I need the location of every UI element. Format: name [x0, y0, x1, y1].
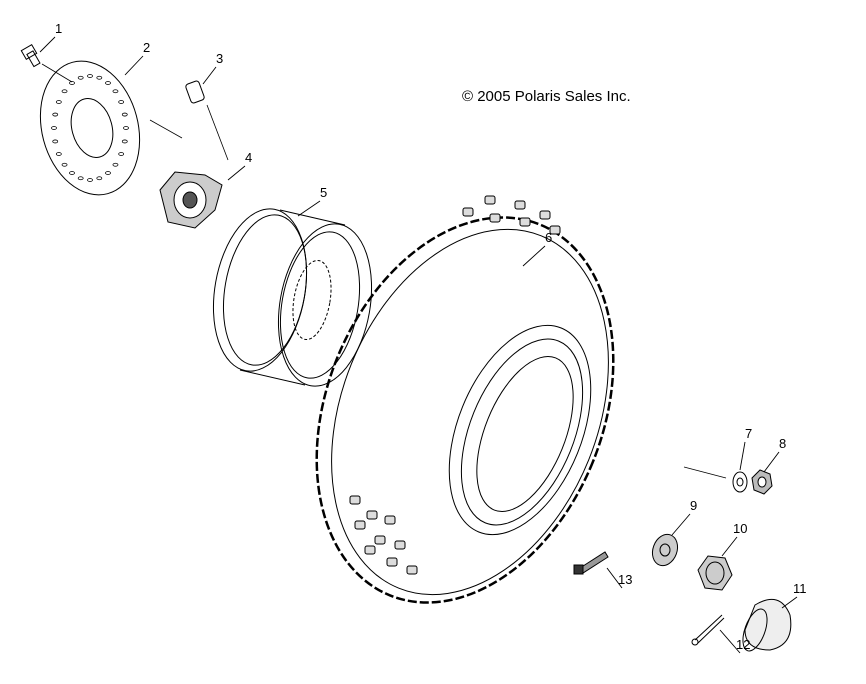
disc-hole	[121, 112, 128, 117]
tread-block	[514, 200, 526, 210]
disc-hole	[96, 176, 103, 181]
disc-hole	[87, 74, 93, 78]
disc-hole	[118, 152, 125, 156]
disc-hole	[69, 81, 75, 85]
tread-block	[374, 535, 386, 545]
callout-leader	[124, 55, 144, 76]
disc-hole	[121, 139, 128, 144]
disc-hole	[96, 75, 103, 80]
copyright-text: © 2005 Polaris Sales Inc.	[462, 88, 631, 105]
tread-block	[484, 195, 496, 205]
tread-block	[384, 515, 396, 525]
callout-10: 10	[733, 521, 747, 536]
part-10-castle-nut[interactable]	[697, 555, 733, 591]
callout-leader	[763, 451, 780, 473]
disc-hole	[55, 100, 62, 104]
disc-hole	[105, 81, 111, 85]
disc-hole	[51, 126, 57, 130]
disc-hole	[112, 89, 119, 94]
part-2-brake-disc[interactable]	[26, 50, 154, 206]
part-6-tire[interactable]	[262, 173, 668, 647]
callout-leader	[39, 36, 56, 53]
callout-leader	[606, 567, 623, 589]
tread-block	[394, 540, 406, 550]
disc-hole	[105, 171, 111, 175]
callout-13: 13	[618, 572, 632, 587]
callout-8: 8	[779, 436, 786, 451]
disc-hole	[61, 162, 68, 167]
part-12-cotter-pin[interactable]	[691, 614, 725, 646]
tread-block	[386, 557, 398, 567]
disc-hole	[112, 162, 119, 167]
assembly-lines	[41, 63, 727, 479]
callout-5: 5	[320, 185, 327, 200]
part-7-washer[interactable]	[732, 471, 748, 493]
part-13-valve-stem[interactable]	[573, 551, 609, 575]
tread-block	[366, 510, 378, 520]
callout-leader	[781, 596, 798, 609]
callout-leader	[719, 629, 741, 654]
callout-leader	[522, 245, 546, 267]
disc-hole	[118, 100, 125, 104]
tread-block	[349, 495, 361, 505]
part-8-nut[interactable]	[751, 469, 773, 495]
part-1-bolt[interactable]	[20, 43, 41, 68]
tread-block	[489, 213, 501, 223]
disc-hole	[52, 139, 59, 144]
tread-block	[549, 225, 561, 235]
disc-hole	[77, 75, 84, 80]
disc-hole	[77, 176, 84, 181]
tread-block	[406, 565, 418, 575]
callout-4: 4	[245, 150, 252, 165]
disc-hole	[61, 89, 68, 94]
disc-hole	[123, 126, 129, 130]
callout-leader	[202, 66, 217, 85]
part-3-stud[interactable]	[185, 80, 205, 104]
callout-9: 9	[690, 498, 697, 513]
tread-block	[539, 210, 551, 220]
callout-6: 6	[545, 230, 552, 245]
disc-hole	[52, 112, 59, 117]
callout-12: 12	[736, 637, 750, 652]
tread-block	[462, 207, 474, 217]
callout-3: 3	[216, 51, 223, 66]
callout-leader	[227, 165, 246, 181]
part-5-rim[interactable]	[201, 201, 383, 393]
disc-hole	[69, 171, 75, 175]
part-4-hub[interactable]	[159, 171, 223, 229]
callout-11: 11	[793, 581, 807, 596]
tread-block	[364, 545, 376, 555]
callout-leader	[721, 536, 738, 557]
callout-leader	[297, 200, 321, 217]
disc-hole	[87, 178, 93, 182]
tread-block	[519, 217, 531, 227]
callout-1: 1	[55, 21, 62, 36]
disc-hole	[55, 152, 62, 156]
callout-leader	[739, 441, 746, 471]
callout-7: 7	[745, 426, 752, 441]
callout-2: 2	[143, 40, 150, 55]
tread-block	[354, 520, 366, 530]
part-11-hub-cap[interactable]	[738, 598, 792, 654]
callout-leader	[671, 513, 691, 536]
part-9-washer[interactable]	[648, 531, 681, 569]
